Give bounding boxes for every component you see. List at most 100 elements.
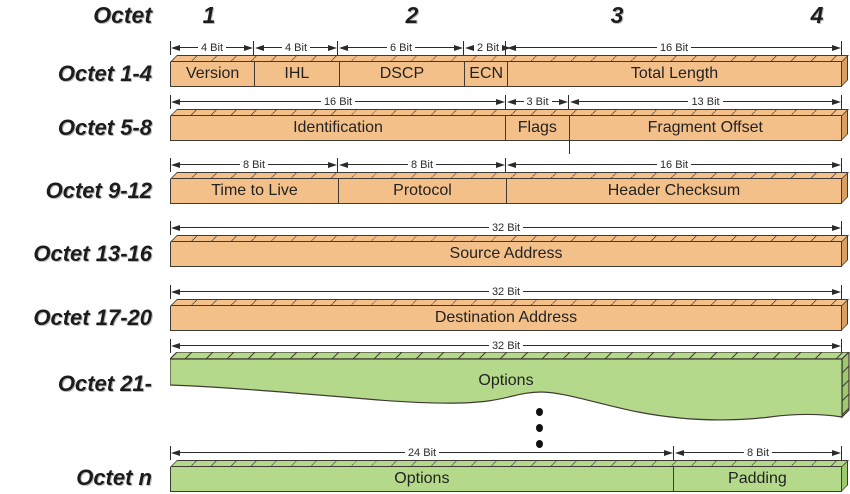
arrow-left-icon [171,161,180,168]
bar-side-face [841,55,848,87]
arrow-right-icon [328,44,338,51]
bar-top-face [170,235,849,242]
octet-column-number: 1 [202,2,216,28]
arrow-left-icon [171,224,180,231]
dimension-tick [337,158,338,172]
dimension-tick [505,158,506,172]
dimension-tick [253,41,254,55]
arrow-right-icon [328,161,338,168]
bit-dimension: 8 Bit [338,158,506,172]
arrow-left-icon [339,44,348,51]
ellipsis-dot [536,440,543,448]
dimension-tick [463,41,464,55]
dimension-tick [841,285,842,299]
arrow-left-icon [171,449,180,456]
bar-top-face [170,460,849,467]
arrow-right-icon [832,44,842,51]
field-cell: Protocol [338,179,506,203]
bar-front-face: Source Address [170,242,842,267]
arrow-right-icon [832,161,842,168]
arrow-left-icon [507,44,516,51]
bit-dimension: 16 Bit [506,158,842,172]
dimension-line [180,291,489,292]
dimension-tick [505,41,506,55]
bit-dimension: 3 Bit [506,95,569,109]
field-cell: Padding [672,467,841,491]
dimension-line [180,227,489,228]
dimension-tick [170,285,171,299]
dimension-line [516,164,657,165]
field-cell: DSCP [338,62,465,86]
arrow-left-icon [171,342,180,349]
bar-3d: Destination Address [170,299,849,331]
bit-dimension: 13 Bit [569,95,842,109]
arrow-right-icon [454,44,464,51]
dimension-line [523,345,833,346]
dimension-line [180,345,489,346]
bit-dimension: 16 Bit [506,41,842,55]
dimension-label: 4 Bit [201,41,224,54]
dimension-tick [170,446,171,460]
dimension-line [691,164,833,165]
bit-dimension: 4 Bit [254,41,338,55]
flags-boundary-tick [569,141,570,154]
arrow-right-icon [664,449,674,456]
field-cell: Options [394,470,450,487]
dimension-line [226,47,245,48]
ellipsis-dot [536,408,543,416]
dimension-label: 3 Bit [526,95,549,108]
bar-top-face [170,55,849,62]
row-label: Octet 9-12 [45,178,152,203]
bit-dimensions: 32 Bit [170,221,842,235]
octet-column-number: 3 [610,2,624,28]
arrow-left-icon [171,98,180,105]
dimension-tick [505,95,506,109]
dimension-line [355,101,497,102]
dimension-tick [841,95,842,109]
octet-column-number: 4 [810,2,824,28]
dimension-line [415,47,455,48]
dimension-tick [673,446,674,460]
arrow-right-icon [832,288,842,295]
arrow-left-icon [171,288,180,295]
dimension-line [180,101,321,102]
dimension-tick [170,41,171,55]
bit-dimension: 32 Bit [170,285,842,299]
dimension-line [439,452,665,453]
dimension-label: 2 Bit [477,41,500,54]
row-label: Octet n [76,465,152,490]
ellipsis-dot [536,424,543,432]
bar-side-face [841,235,848,267]
field-cell: Time to Live [211,182,298,199]
bar-top-face [170,299,849,306]
dimension-tick [841,221,842,235]
bit-dimension: 6 Bit [338,41,464,55]
dimension-line [348,47,387,48]
dimension-tick [841,339,842,353]
dimension-line [180,47,198,48]
dimension-tick [841,41,842,55]
row-label: Octet 17-20 [33,305,152,330]
row-label: Octet 13-16 [33,241,152,266]
dimension-label: 8 Bit [411,158,434,171]
octet-column-number: 2 [405,2,419,28]
row-label: Octet 21- [57,371,152,396]
field-cell: Destination Address [434,309,578,326]
bar-3d: Options Padding [170,460,849,492]
field-cell: Fragment Offset [568,116,841,140]
field-cell: Header Checksum [506,179,841,203]
dimension-line [684,452,744,453]
arrow-right-icon [502,44,512,51]
arrow-right-icon [496,161,506,168]
bit-dimensions: 32 Bit [170,285,842,299]
arrow-right-icon [559,98,569,105]
arrow-left-icon [507,98,516,105]
bit-dimension: 4 Bit [170,41,254,55]
row-label: Octet 1-4 [57,61,152,86]
bit-dimension: 32 Bit [170,339,842,353]
